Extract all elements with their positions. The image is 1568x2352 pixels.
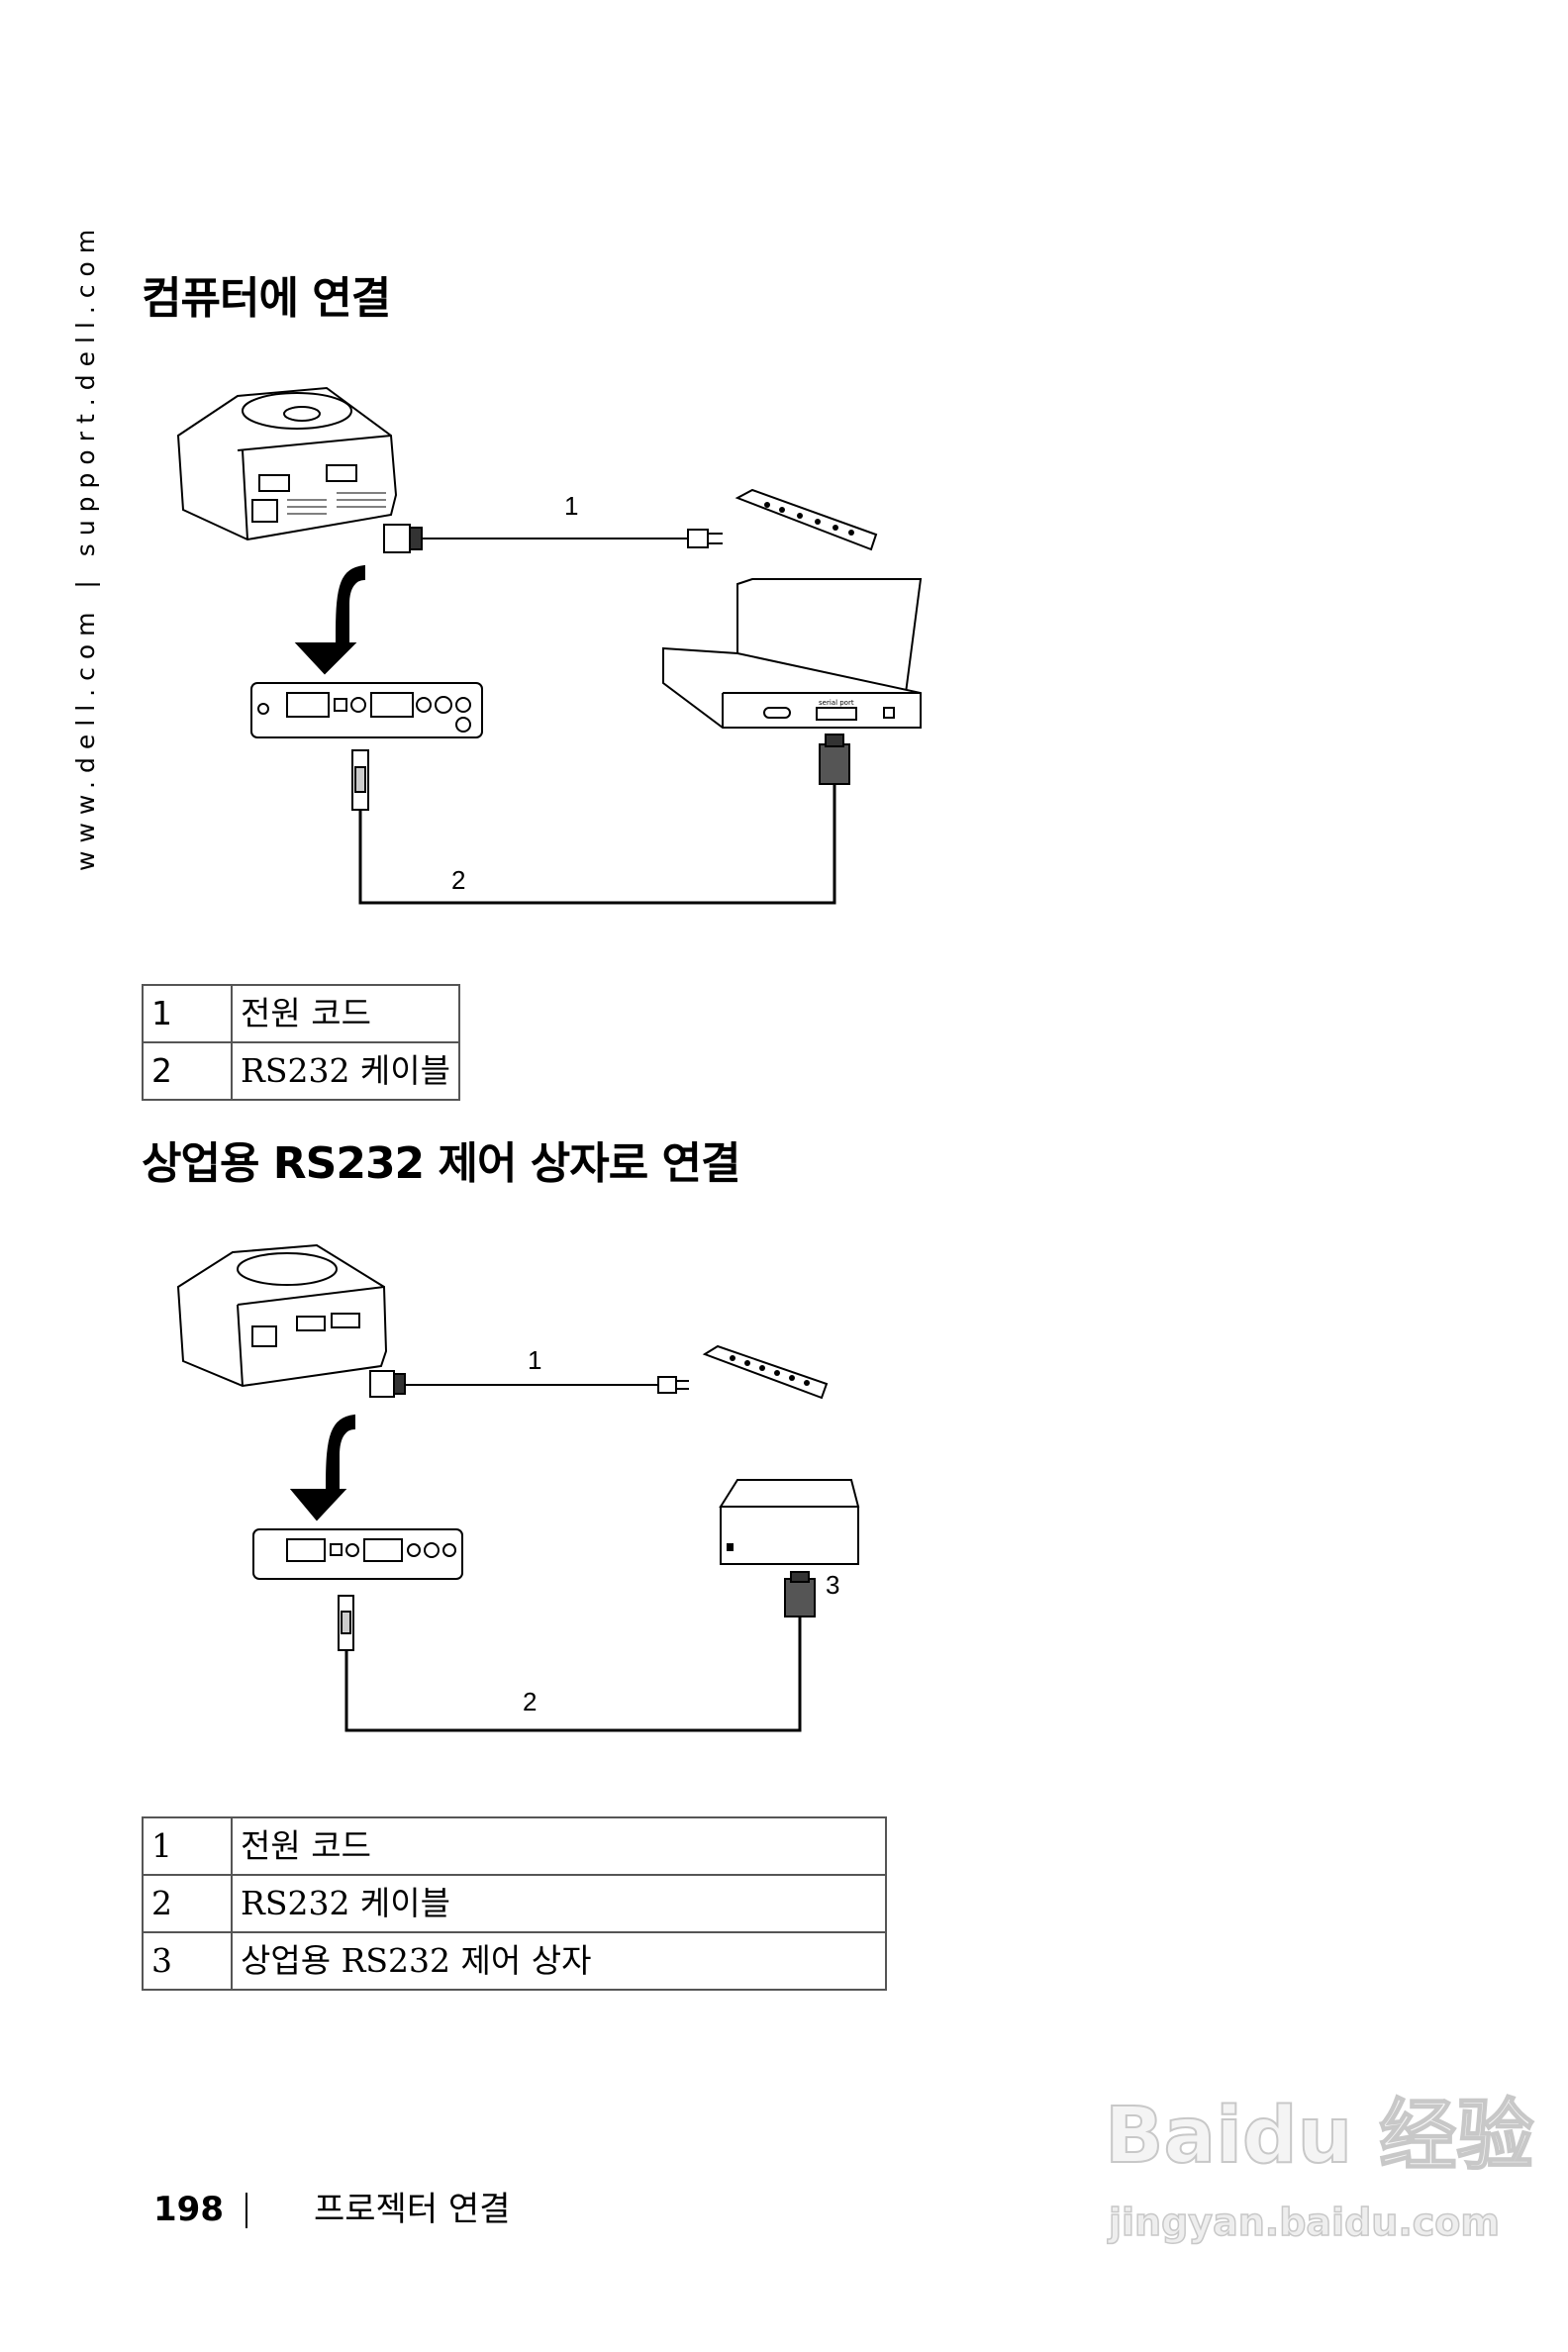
power-strip-icon [735,488,878,551]
projector-illustration-2 [176,1243,388,1388]
rs232-cable-2 [351,734,850,905]
power-strip-icon-2 [702,1344,829,1400]
projector-io-panel [250,682,483,738]
baidu-watermark-logo: Baidu 经验 jingyan.baidu.com [1104,2089,1540,2297]
callout-2: 2 [451,865,465,895]
power-cord-1b [369,1370,689,1398]
projector-io-panel-2 [252,1528,463,1580]
watermark-url: jingyan.baidu.com [1108,2200,1501,2245]
power-cord-1 [383,524,723,553]
chapter-title: 프로젝터 연결 [314,2190,511,2229]
page-number: 198 [153,2190,224,2229]
section1-title: 컴퓨터에 연결 [142,273,391,324]
callout-1: 1 [528,1345,541,1375]
watermark-brand: Baidu 经验 [1104,2091,1534,2182]
callout-2: 2 [523,1687,537,1716]
callout-1: 1 [564,491,578,521]
serial-port-label: serial port [819,699,854,707]
projector-illustration [176,386,398,541]
down-arrow-icon [294,564,365,675]
rs232-control-box [719,1479,860,1565]
callout-3: 3 [826,1570,839,1600]
footer-separator [245,2193,247,2228]
laptop-illustration: serial port [662,578,923,729]
down-arrow-icon-2 [289,1414,355,1521]
section2-title: 상업용 RS232 제어 상자로 연결 [142,1138,740,1189]
rs232-cable-2b [338,1571,816,1732]
